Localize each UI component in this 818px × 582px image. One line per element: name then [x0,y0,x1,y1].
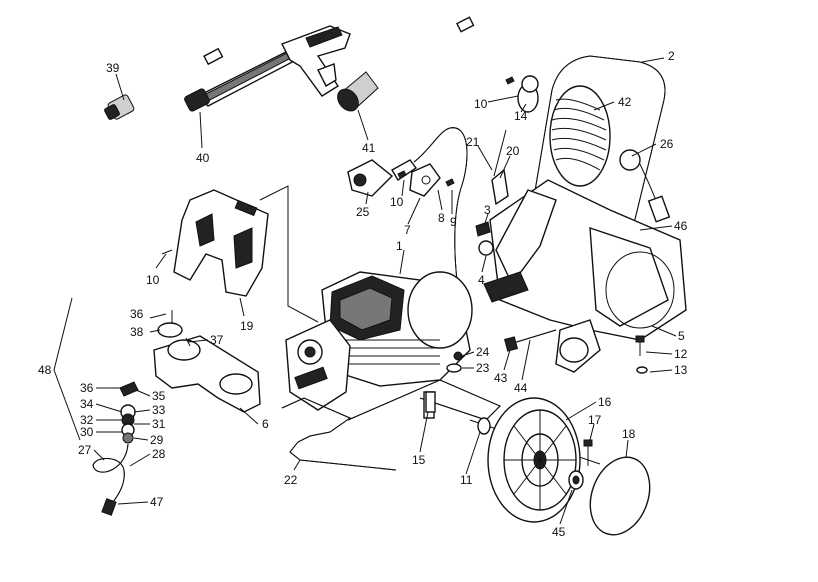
part-1-motor-pump-unit [285,271,473,411]
callout-40: 40 [196,151,210,165]
callout-37: 37 [210,333,224,347]
callout-45: 45 [552,525,566,539]
part-18-hub-cap [589,456,651,536]
callout-11: 11 [460,473,473,487]
callout-3: 3 [484,203,491,217]
callout-26: 26 [660,137,674,151]
part-2-trolley-handle [519,55,666,281]
callout-6: 6 [262,417,269,431]
callout-34: 34 [80,397,94,411]
part-40-spray-gun [184,25,351,112]
callout-16: 16 [598,395,612,409]
callout-39: 39 [106,61,120,75]
callout-42: 42 [618,95,632,109]
callout-13: 13 [674,363,688,377]
part-15-foot [425,391,436,413]
callout-43: 43 [494,371,508,385]
part-42-hose-reel [549,85,671,223]
part-28-hose-assembly [92,381,139,516]
callout-18: 18 [622,427,636,441]
callout-4: 4 [478,273,485,287]
callout-10-top: 10 [474,97,488,111]
callout-2: 2 [668,49,675,63]
callout-44: 44 [514,381,528,395]
part-39-lance [104,47,224,120]
part-45-washer [568,470,584,490]
callout-9: 9 [450,215,457,229]
callout-38: 38 [130,325,144,339]
callout-15: 15 [412,453,426,467]
part-19-top-cover [161,189,269,297]
part-41-nozzle-lance [337,16,475,112]
part-14-reel-cap [505,75,539,113]
part-46-housing [483,179,687,373]
callout-19: 19 [240,319,254,333]
part-6-hose-holder [153,310,261,413]
callout-27: 27 [78,443,92,457]
part-7-cover-plate [397,163,455,197]
callout-41: 41 [362,141,376,155]
callout-23: 23 [476,361,490,375]
part-12-bolt [635,335,648,374]
callout-14: 14 [514,109,528,123]
callout-10-plug: 10 [390,195,404,209]
leader-lines [53,57,677,525]
callout-36-top: 36 [130,307,144,321]
callout-5: 5 [678,329,685,343]
callout-35: 35 [152,389,166,403]
callout-47: 47 [150,495,164,509]
callout-21: 21 [466,135,480,149]
callout-17: 17 [588,413,602,427]
callout-28: 28 [152,447,166,461]
callout-1: 1 [396,239,403,253]
callout-46: 46 [674,219,688,233]
callout-36-bottom: 36 [80,381,94,395]
part-44-hose [504,329,557,352]
callout-7: 7 [404,223,411,237]
part-20-bracket [475,129,509,256]
callout-33: 33 [152,403,166,417]
part-24-washer [446,351,463,373]
part-16-wheel [487,397,581,523]
callout-10-hood: 10 [146,273,160,287]
callout-24: 24 [476,345,490,359]
callout-29: 29 [150,433,164,447]
callout-12: 12 [674,347,688,361]
callout-31: 31 [152,417,166,431]
callout-25: 25 [356,205,370,219]
callout-32: 32 [80,413,94,427]
callout-30: 30 [80,425,94,439]
part-17-screw [583,439,593,466]
callout-48: 48 [38,363,52,377]
callout-22: 22 [284,473,298,487]
callout-8: 8 [438,211,445,225]
callout-labels: 39 40 41 2 42 26 10 14 21 20 3 4 46 25 1… [38,49,688,539]
callout-20: 20 [506,144,520,158]
